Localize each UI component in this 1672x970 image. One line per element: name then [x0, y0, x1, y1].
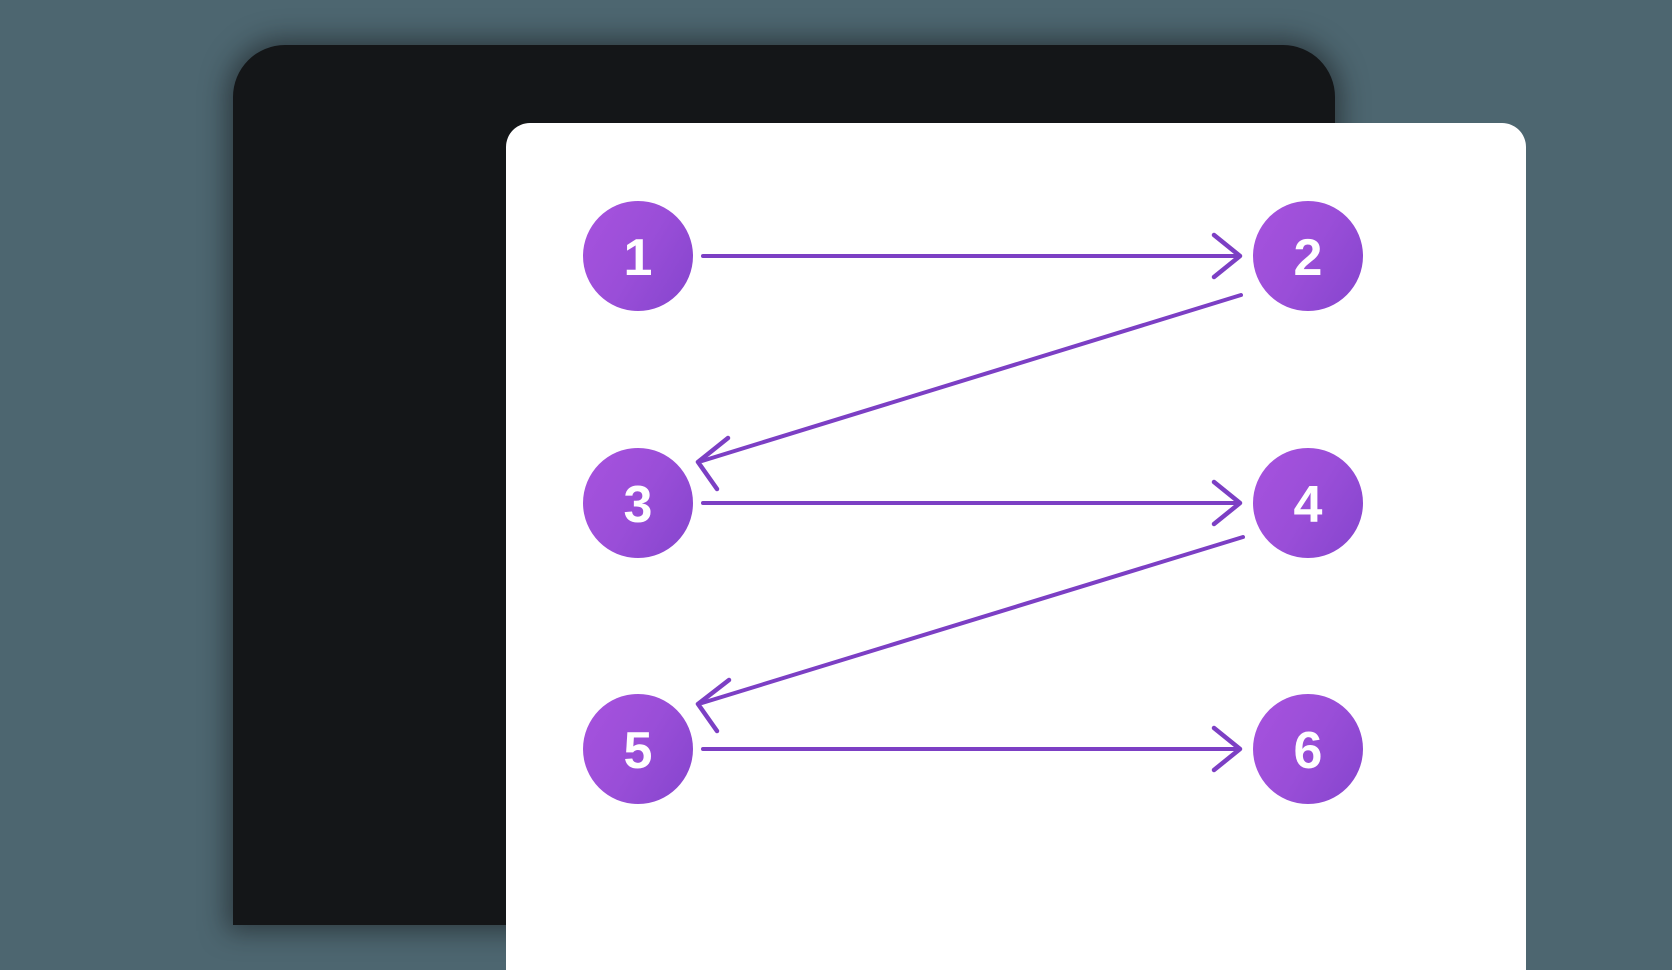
node-4-circle: [1253, 448, 1363, 558]
node-2-label: 2: [1294, 229, 1323, 287]
edge-1-to-2[interactable]: [701, 232, 1243, 280]
node-6[interactable]: 6: [1253, 694, 1363, 804]
node-1-label: 1: [624, 229, 653, 287]
node-1-circle: [583, 201, 693, 311]
node-6-circle: [1253, 694, 1363, 804]
edge-5-to-6[interactable]: [701, 725, 1243, 773]
node-3-label: 3: [624, 476, 653, 534]
edge-5-to-6-arrowhead: [1211, 725, 1243, 773]
device-frame: 1 2 3 4: [233, 45, 1526, 970]
edge-3-to-4-arrowhead: [1211, 479, 1243, 527]
node-group: 1 2 3 4: [583, 201, 1363, 804]
edge-3-to-4[interactable]: [701, 479, 1243, 527]
node-4[interactable]: 4: [1253, 448, 1363, 558]
device-screen: 1 2 3 4: [506, 123, 1526, 970]
node-2[interactable]: 2: [1253, 201, 1363, 311]
node-4-label: 4: [1294, 476, 1323, 534]
node-3[interactable]: 3: [583, 448, 693, 558]
edge-4-to-5-line: [700, 535, 1245, 705]
edge-1-to-2-arrowhead: [1211, 232, 1243, 280]
edge-4-to-5-arrowhead: [695, 677, 732, 734]
node-5-label: 5: [624, 722, 653, 780]
node-3-circle: [583, 448, 693, 558]
edge-2-to-3-arrowhead: [695, 435, 731, 492]
edge-4-to-5[interactable]: [695, 535, 1245, 734]
node-5-circle: [583, 694, 693, 804]
node-5[interactable]: 5: [583, 694, 693, 804]
node-2-circle: [1253, 201, 1363, 311]
node-link-diagram: 1 2 3 4: [583, 201, 1363, 804]
node-1[interactable]: 1: [583, 201, 693, 311]
edge-group: [695, 232, 1245, 773]
edge-2-to-3[interactable]: [695, 293, 1243, 492]
screenshot-stage: 1 2 3 4: [233, 45, 1526, 970]
node-6-label: 6: [1294, 722, 1323, 780]
edge-2-to-3-line: [700, 293, 1243, 463]
